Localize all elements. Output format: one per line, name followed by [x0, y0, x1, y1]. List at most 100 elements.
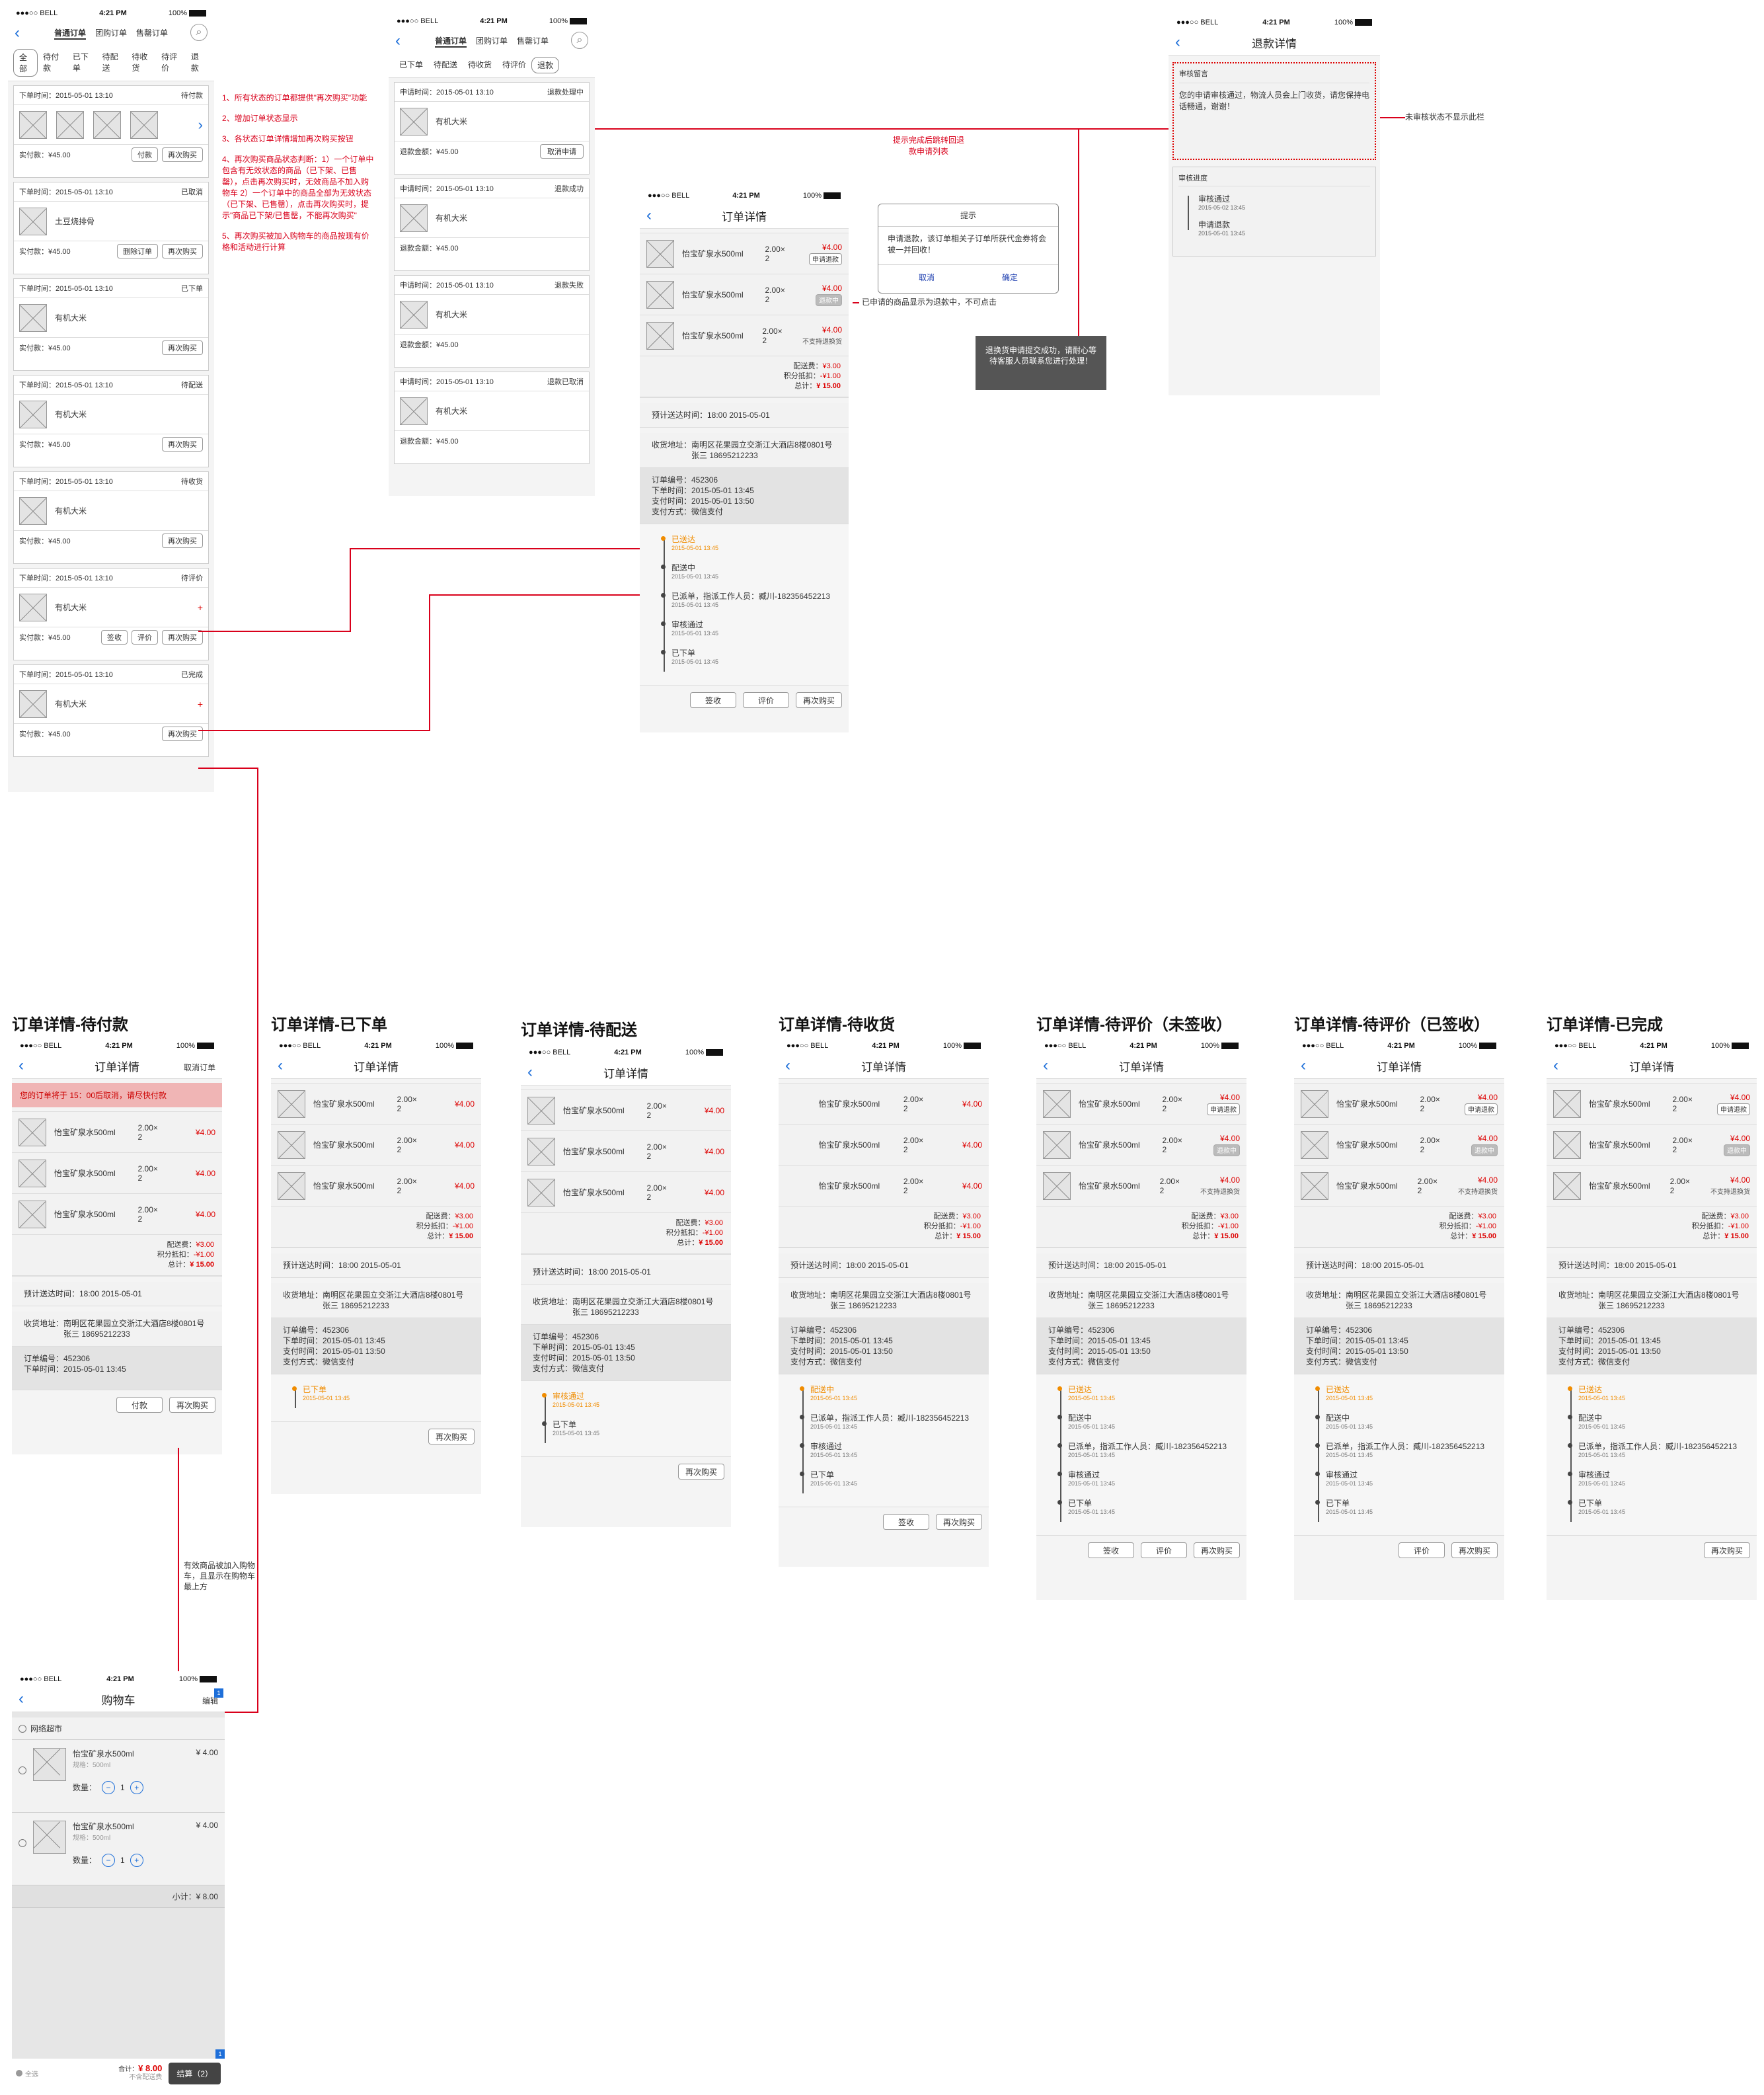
back-arrow-icon[interactable]: ‹ [278, 1056, 283, 1074]
order-action-button[interactable]: 删除订单 [117, 244, 158, 258]
plus-icon[interactable]: + [130, 1854, 143, 1867]
search-icon[interactable]: ⌕ [571, 32, 588, 49]
status-filter-tab[interactable]: 待配送 [102, 52, 118, 73]
back-arrow-icon[interactable]: ‹ [1301, 1056, 1306, 1074]
action-button-rebuy[interactable]: 再次购买 [1703, 1542, 1750, 1558]
back-arrow-icon[interactable]: ‹ [15, 24, 20, 42]
refund-filter-tab[interactable]: 待评价 [502, 60, 527, 69]
order-action-button[interactable]: 再次购买 [162, 727, 203, 741]
back-arrow-icon[interactable]: ‹ [1043, 1056, 1048, 1074]
order-action-button[interactable]: 评价 [132, 630, 158, 645]
item-checkbox[interactable] [19, 1839, 26, 1847]
refund-filter-tab[interactable]: 待配送 [434, 60, 458, 69]
order-action-button[interactable]: 再次购买 [162, 340, 203, 355]
action-button-review[interactable]: 评价 [1140, 1542, 1187, 1558]
action-button-rebuy[interactable]: 再次购买 [1451, 1542, 1498, 1558]
cancel-order-button[interactable]: 取消订单 [183, 1063, 215, 1072]
action-button-pay[interactable]: 付款 [116, 1397, 163, 1413]
back-arrow-icon[interactable]: ‹ [395, 32, 401, 50]
order-type-tab[interactable]: 团购订单 [475, 36, 508, 46]
order-action-button[interactable]: 再次购买 [162, 244, 203, 258]
status-filter-tab[interactable]: 待付款 [43, 52, 59, 73]
order-action-button[interactable]: 签收 [101, 630, 128, 645]
item-checkbox[interactable] [19, 1766, 26, 1774]
plus-icon[interactable]: + [130, 1781, 143, 1794]
select-all-checkbox[interactable] [16, 2070, 22, 2076]
select-all[interactable]: 全选 [16, 2069, 38, 2078]
order-action-button[interactable]: 再次购买 [162, 147, 203, 162]
apply-refund-button[interactable]: 申请退款 [1207, 1103, 1240, 1115]
order-type-tab[interactable]: 售罄订单 [136, 28, 169, 38]
refund-filter-tab[interactable]: 退款 [531, 57, 560, 73]
action-button-rebuy[interactable]: 再次购买 [169, 1397, 215, 1413]
apply-refund-button[interactable]: 申请退款 [1465, 1103, 1498, 1115]
store-checkbox[interactable] [19, 1724, 26, 1733]
action-button-rebuy[interactable]: 再次购买 [428, 1429, 475, 1444]
status-filter-tab[interactable]: 待收货 [132, 52, 148, 73]
order-type-tab[interactable]: 普通订单 [434, 35, 467, 48]
order-action-button[interactable]: 付款 [132, 147, 158, 162]
action-button-rebuy[interactable]: 再次购买 [677, 1464, 724, 1480]
action-button-sign[interactable]: 签收 [1087, 1542, 1134, 1558]
action-button-rebuy[interactable]: 再次购买 [935, 1514, 982, 1530]
action-button-rebuy[interactable]: 再次购买 [795, 692, 842, 708]
back-arrow-icon[interactable]: ‹ [19, 1690, 24, 1708]
refund-filter-tab[interactable]: 已下单 [399, 60, 424, 69]
checkout-button[interactable]: 结算（2） [169, 2062, 221, 2084]
action-button-sign[interactable]: 签收 [882, 1514, 929, 1530]
back-arrow-icon[interactable]: ‹ [19, 1056, 24, 1074]
action-button-sign[interactable]: 签收 [689, 692, 736, 708]
back-arrow-icon[interactable]: ‹ [527, 1063, 533, 1081]
status-filter-tab[interactable]: 退款 [190, 52, 199, 73]
order-type-tab[interactable]: 普通订单 [54, 27, 86, 40]
action-button-rebuy[interactable]: 再次购买 [1193, 1542, 1240, 1558]
back-arrow-icon[interactable]: ‹ [646, 206, 652, 224]
status-filter-tab[interactable]: 待评价 [161, 52, 178, 73]
refund-filter-tab[interactable]: 待收货 [468, 60, 492, 69]
chevron-right-icon[interactable]: › [198, 116, 203, 133]
search-icon[interactable]: ⌕ [190, 24, 208, 41]
dialog-cancel-button[interactable]: 取消 [918, 273, 935, 282]
status-filter-tab[interactable]: 全部 [13, 49, 38, 77]
order-action-button[interactable]: 再次购买 [162, 630, 203, 645]
action-button-review[interactable]: 评价 [1398, 1542, 1445, 1558]
apply-refund-button[interactable]: 申请退款 [1717, 1103, 1750, 1115]
order-type-tab[interactable]: 团购订单 [95, 28, 127, 38]
back-arrow-icon[interactable]: ‹ [1553, 1056, 1558, 1074]
status-filter-tab[interactable]: 已下单 [72, 52, 89, 73]
minus-icon[interactable]: − [102, 1781, 116, 1794]
order-type-tab[interactable]: 售罄订单 [517, 36, 549, 46]
order-action-button[interactable]: 再次购买 [162, 437, 203, 452]
minus-icon[interactable]: − [102, 1854, 116, 1867]
back-arrow-icon[interactable]: ‹ [1175, 33, 1180, 51]
